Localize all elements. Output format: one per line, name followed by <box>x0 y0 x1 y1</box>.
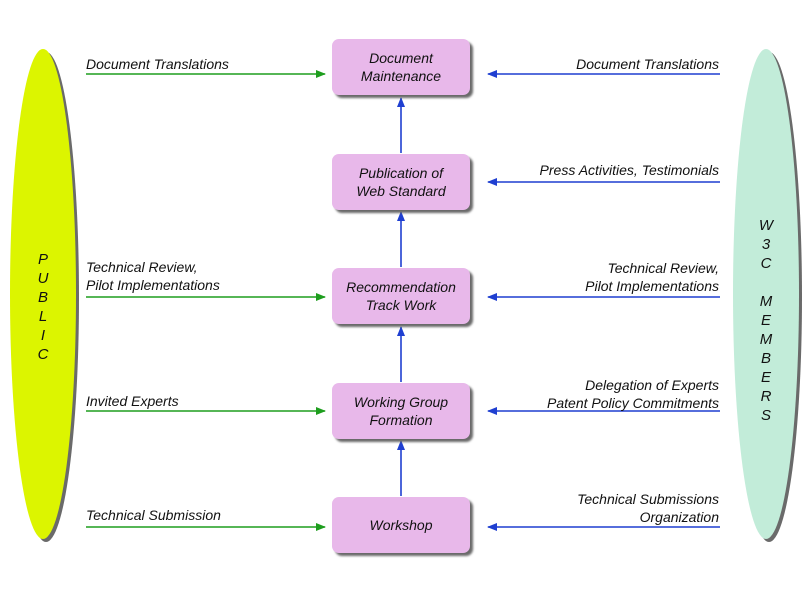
members-review-label: Technical Review, Pilot Implementations <box>585 260 719 294</box>
members-ellipse <box>733 49 799 539</box>
public-label: P U B L I C <box>37 251 49 363</box>
box-publication: Publication of Web Standard <box>332 154 470 210</box>
public-translations-label: Document Translations <box>86 56 229 72</box>
members-delegation-label: Delegation of Experts Patent Policy Comm… <box>547 377 719 411</box>
public-review-label: Technical Review, Pilot Implementations <box>86 259 220 293</box>
box-document-maintenance: Document Maintenance <box>332 39 470 95</box>
members-label: W 3 C M E M B E R S <box>758 217 774 424</box>
members-submissions-label: Technical Submissions Organization <box>577 491 719 525</box>
public-submission-label: Technical Submission <box>86 507 221 523</box>
box-workshop: Workshop <box>332 497 470 553</box>
members-press-label: Press Activities, Testimonials <box>539 162 719 178</box>
members-translations-label: Document Translations <box>576 56 719 72</box>
box-recommendation: Recommendation Track Work <box>332 268 470 324</box>
box-working-group: Working Group Formation <box>332 383 470 439</box>
public-ellipse <box>10 49 76 539</box>
public-experts-label: Invited Experts <box>86 393 179 409</box>
